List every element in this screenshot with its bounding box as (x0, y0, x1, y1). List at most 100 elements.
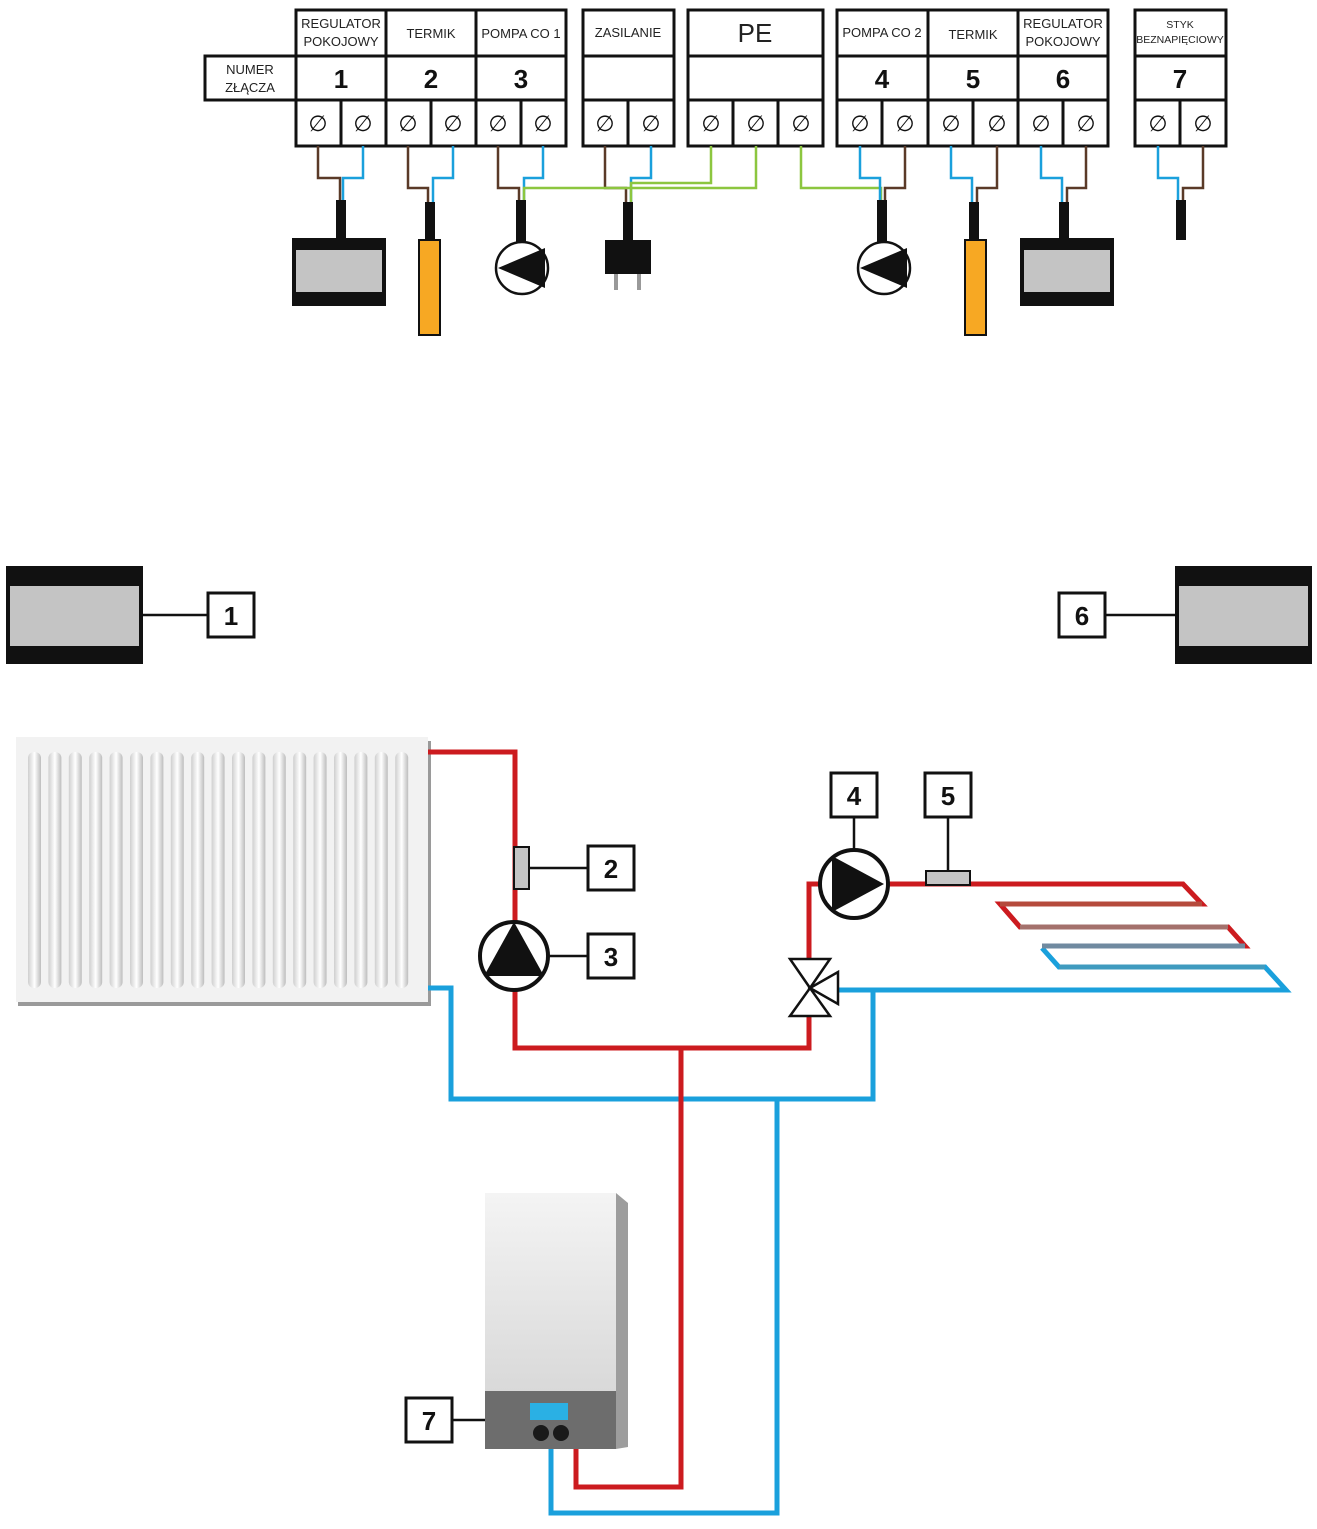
block-7-title-line2: BEZNAPIĘCIOWY (1136, 34, 1224, 46)
block-6-title-line1: REGULATOR (1023, 16, 1103, 31)
label-7-text: 7 (422, 1406, 436, 1436)
pump-4-icon (856, 240, 912, 296)
pump-3 (478, 920, 588, 992)
wire-blue-5 (949, 146, 974, 202)
radiator-fin (170, 752, 184, 988)
temperature-sensor-2 (513, 846, 588, 890)
screw-terminal-icon: ∅ (641, 112, 660, 137)
block-6-number: 6 (1056, 64, 1070, 94)
wire-green-pe-2 (522, 146, 758, 200)
label-2: 2 (586, 844, 636, 892)
radiator-fins (28, 752, 409, 988)
screw-terminal-icon: ∅ (308, 112, 327, 137)
screw-terminals: ∅∅∅∅∅∅∅∅∅∅∅∅∅∅∅∅∅∅∅ (308, 112, 1212, 137)
wire-brown-3 (496, 146, 521, 200)
radiator (16, 737, 431, 1006)
label-1-text: 1 (224, 601, 238, 631)
radiator-fin (395, 752, 409, 988)
screw-terminal-icon: ∅ (701, 112, 720, 137)
screw-terminal-icon: ∅ (987, 112, 1006, 137)
radiator-fin (89, 752, 103, 988)
label-6: 6 (1057, 591, 1107, 639)
label-5-text: 5 (941, 781, 955, 811)
screw-terminal-icon: ∅ (850, 112, 869, 137)
block-2-title: TERMIK (406, 26, 455, 41)
block-3-number: 3 (514, 64, 528, 94)
block-5-title: TERMIK (948, 27, 997, 42)
temperature-sensor-2-icon (418, 239, 441, 336)
radiator-fin (130, 752, 143, 988)
block-pe-title: PE (738, 18, 773, 48)
wire-brown-6 (1065, 146, 1088, 202)
room-regulator-6-icon (1020, 238, 1114, 306)
radiator-fin (252, 752, 266, 988)
power-plug-icon (605, 240, 651, 290)
boiler-display (530, 1403, 568, 1420)
radiator-fin (211, 752, 225, 988)
screw-terminal-icon: ∅ (1193, 112, 1212, 137)
radiator-fin (313, 752, 327, 988)
radiator-fin (109, 752, 123, 988)
block-1-title-line2: POKOJOWY (303, 34, 378, 49)
wire-brown-5 (975, 146, 999, 202)
screw-terminal-icon: ∅ (443, 112, 462, 137)
block-4-number: 4 (875, 64, 890, 94)
label-3-text: 3 (604, 942, 618, 972)
screw-terminal-icon: ∅ (398, 112, 417, 137)
wire-green-pe-3 (799, 146, 883, 200)
label-4: 4 (829, 771, 879, 819)
pipes (428, 749, 1292, 1516)
screw-terminal-icon: ∅ (533, 112, 552, 137)
screw-terminal-icon: ∅ (595, 112, 614, 137)
radiator-fin (150, 752, 164, 988)
connector-number-label-line2: ZŁĄCZA (225, 80, 275, 95)
wire-blue-6 (1039, 146, 1064, 202)
block-2-number: 2 (424, 64, 438, 94)
wire-blue-7 (1156, 146, 1180, 200)
wire-brown-power (603, 146, 628, 202)
label-5: 5 (923, 771, 973, 819)
wire-blue-2 (431, 146, 455, 202)
connector-number-label-box (203, 54, 298, 102)
screw-terminal-icon: ∅ (941, 112, 960, 137)
label-7: 7 (404, 1396, 454, 1444)
wire-brown-7 (1181, 146, 1205, 200)
label-3: 3 (586, 932, 636, 980)
room-regulator-1 (6, 566, 143, 664)
room-regulator-1-icon (292, 238, 386, 306)
wire-blue-4 (858, 146, 882, 200)
hot-pipe-mixer-up (806, 881, 821, 960)
wires (316, 146, 1205, 202)
hot-pipe-radiator-supply (428, 749, 812, 1051)
hydraulic-labels: 1 2 3 4 5 6 7 (206, 591, 1107, 1444)
boiler-knob-right (553, 1425, 569, 1441)
wire-brown-1 (316, 146, 342, 200)
block-7-title-line1: STYK (1166, 19, 1193, 31)
temperature-sensor-5-icon (964, 239, 987, 336)
screw-terminal-icon: ∅ (1148, 112, 1167, 137)
block-3-title: POMPA CO 1 (481, 26, 560, 41)
radiator-fin (28, 752, 41, 988)
hot-pipe-boiler-supply (573, 1048, 684, 1490)
boiler-knob-left (533, 1425, 549, 1441)
block-4-title: POMPA CO 2 (842, 25, 921, 40)
wire-blue-3 (522, 146, 545, 200)
label-1: 1 (206, 591, 256, 639)
block-power-title: ZASILANIE (595, 25, 662, 40)
radiator-fin (374, 752, 388, 988)
cable-stubs (336, 200, 1186, 244)
temperature-sensor-5 (925, 818, 971, 886)
terminal-strip (203, 8, 1228, 148)
wire-blue-power (629, 146, 653, 202)
three-way-mixing-valve (787, 957, 840, 1018)
room-regulator-6 (1175, 566, 1312, 664)
cold-pipe-boiler-return (548, 1099, 780, 1516)
connector-number-label-line1: NUMER (226, 62, 274, 77)
underfloor-heating-loop (1000, 901, 1265, 970)
wire-blue-1 (341, 146, 365, 200)
boiler (485, 1193, 628, 1449)
screw-terminal-icon: ∅ (1076, 112, 1095, 137)
pump-3-icon (494, 240, 550, 296)
screw-terminal-icon: ∅ (746, 112, 765, 137)
